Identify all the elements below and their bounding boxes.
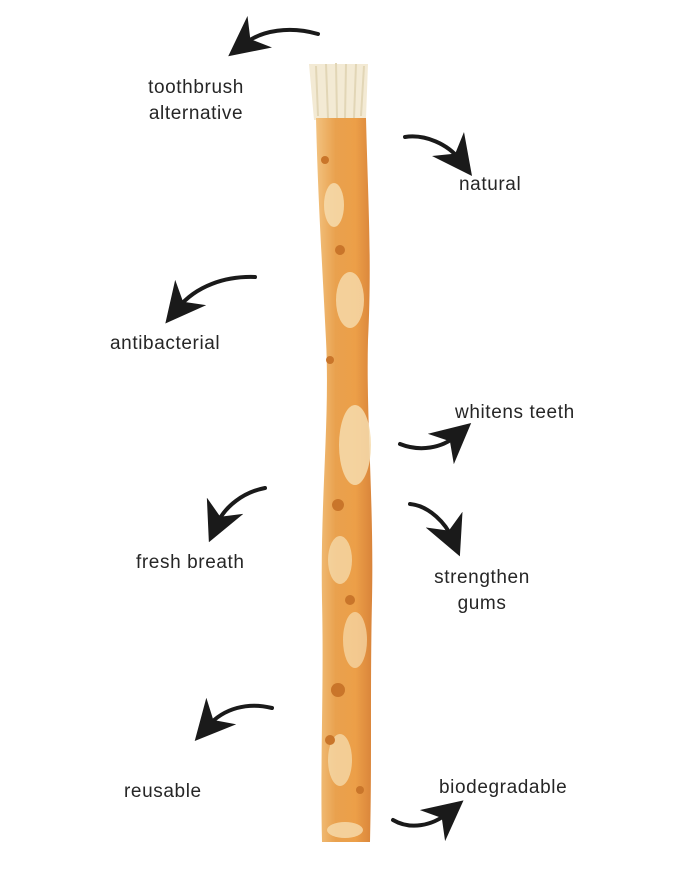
label-line: strengthen: [434, 567, 530, 588]
curved-arrow-icon: [408, 502, 463, 557]
label-antibacterial: antibacterial: [110, 333, 221, 354]
label-line: alternative: [148, 103, 244, 124]
label-whitens-teeth: whitens teeth: [455, 402, 575, 423]
curved-arrow-icon: [228, 15, 320, 57]
label-biodegradable: biodegradable: [439, 777, 568, 798]
label-natural: natural: [459, 174, 522, 195]
curved-arrow-icon: [398, 422, 472, 465]
label-line: gums: [457, 593, 507, 614]
label-reusable: reusable: [124, 781, 202, 802]
curved-arrow-icon: [403, 131, 473, 176]
label-toothbrush-alternative: toothbrush alternative: [134, 75, 258, 127]
curved-arrow-icon: [391, 800, 464, 842]
stick-body: [316, 118, 373, 842]
curved-arrow-icon: [194, 697, 274, 741]
label-strengthen-gums: strengthen gums: [420, 565, 544, 617]
curved-arrow-icon: [165, 274, 257, 324]
label-line: toothbrush: [148, 77, 244, 98]
stick-bristles: [309, 62, 368, 120]
curved-arrow-icon: [206, 486, 267, 543]
label-fresh-breath: fresh breath: [136, 552, 245, 573]
